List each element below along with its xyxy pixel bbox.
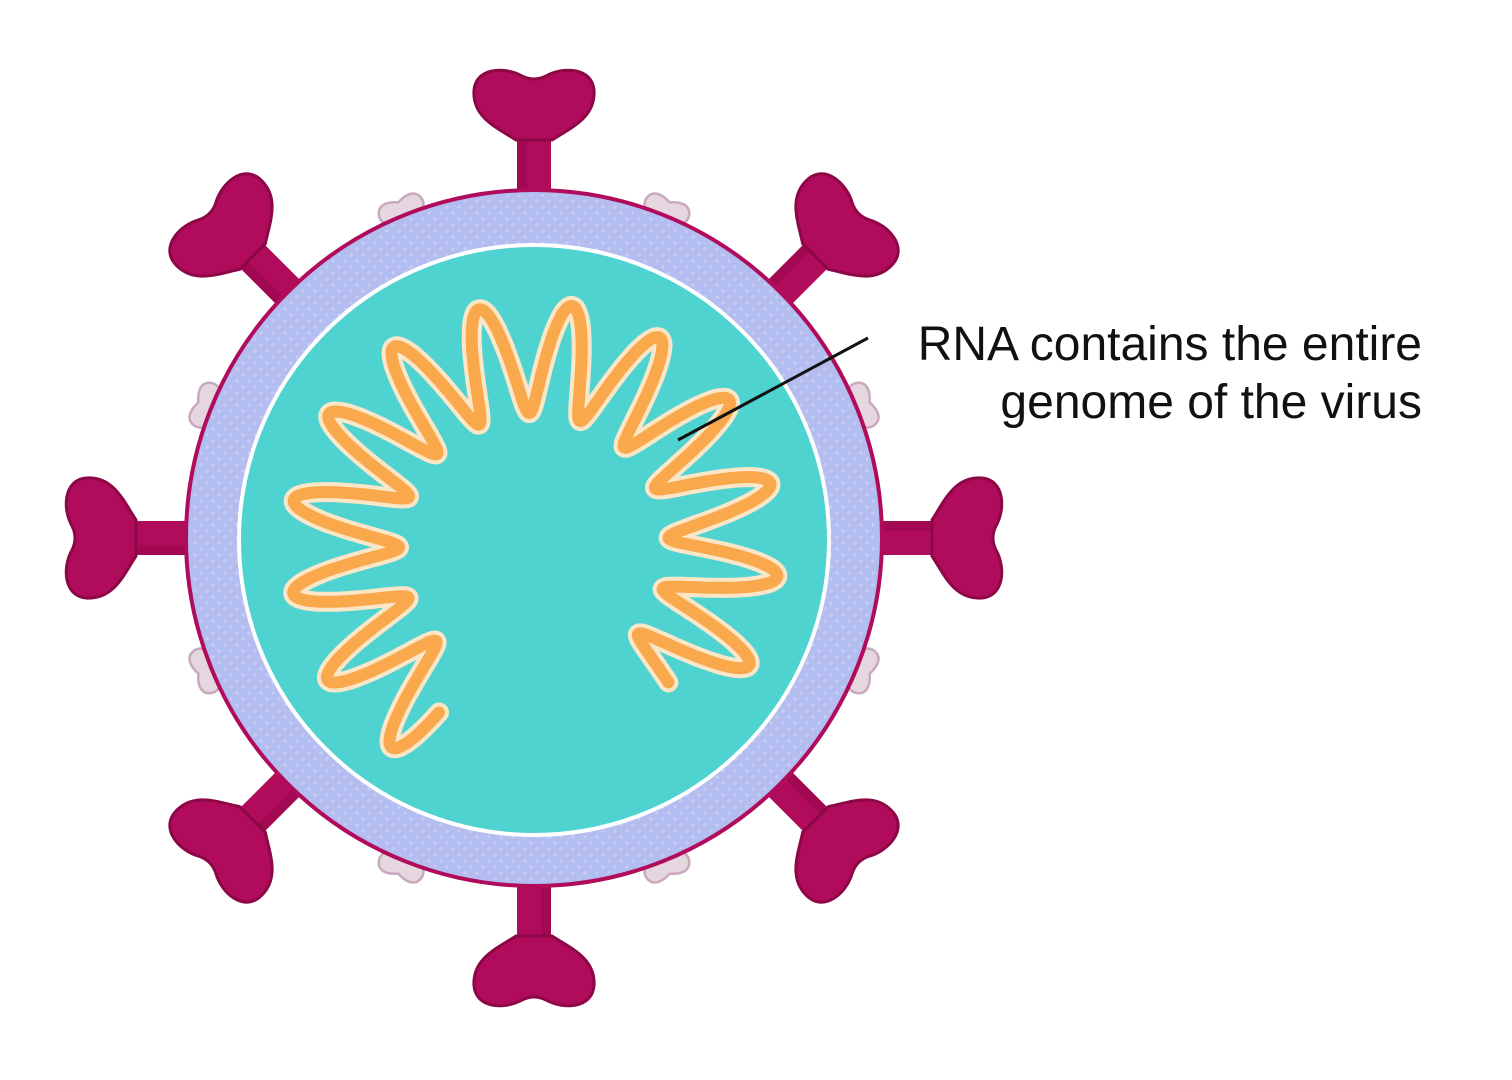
annotation-label-line-1: RNA contains the entire	[918, 318, 1422, 371]
capsid	[237, 243, 831, 837]
annotation-label-line-2: genome of the virus	[1000, 376, 1422, 429]
annotation-leader-line	[677, 336, 869, 442]
rna-strand	[287, 299, 784, 755]
